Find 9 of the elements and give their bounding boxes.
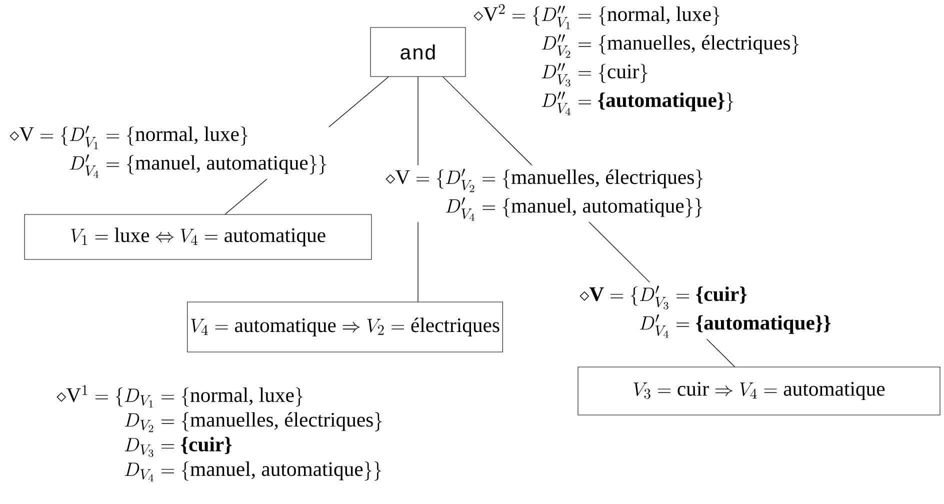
domain-annotation: $\diamond\mathrm{V}^1 = \{\begin{array}[t]{@{}l@{}}D_{V_1} = \{\text{normal, luxe}\}\\ D_{V_2} = \{\text{manuelles, électriques}\}\\ D_{V_3} = \textbf{\{cuir\}}\\ D_{V_4} = \{\text{manuel, automatique}\}\}\end{array}$ — [56, 385, 382, 482]
constraint-box: $V_1 = \text{luxe} \Leftrightarrow V_4 = \text{automatique}$ — [24, 214, 372, 260]
domain-annotation: $\diamond\mathrm{V}^2 = \{\begin{array}[t]{@{}l@{}}D''_{V_1} = \{\text{normal, luxe}\}\\[3pt] D''_{V_2} = \{\text{manuelles, électriques}\}\\[3pt] D''_{V_3} = \{\text{cuir}\}\\[3pt] D''_{V_4} = \textbf{\{automatique\}}\}\end{array}$ — [474, 4, 799, 116]
constraint-box: $V_4 = \text{automatique} \Rightarrow V_2 = \text{électriques}$ — [187, 302, 503, 352]
edge-label: $\diamond\mathbf{V} = \{\begin{array}[t]{@{}l@{}}D'_{V_3} = \textbf{\{cuir\}}\\[3pt] D'_{V_4} = \textbf{\{automatique\}\}}\end{array}$ — [578, 282, 833, 340]
logic-box: and — [370, 27, 466, 77]
edge-label: $\diamond\mathrm{V} = \{\begin{array}[t]{@{}l@{}}D'_{V_2} = \{\text{manuelles, électriques}\}\\[3pt] D'_{V_4} = \{\text{manuel, automatique}\}\}\end{array}$ — [384, 165, 706, 222]
constraint-box: $V_3 = \text{cuir} \Rightarrow V_4 = \text{automatique}$ — [578, 366, 940, 416]
edge-label: $\diamond\mathrm{V} = \{\begin{array}[t]{@{}l@{}}D'_{V_1} = \{\text{normal, luxe}\}\\[3pt] D'_{V_4} = \{\text{manuel, automatique}\}\}\end{array}$ — [8, 122, 329, 180]
